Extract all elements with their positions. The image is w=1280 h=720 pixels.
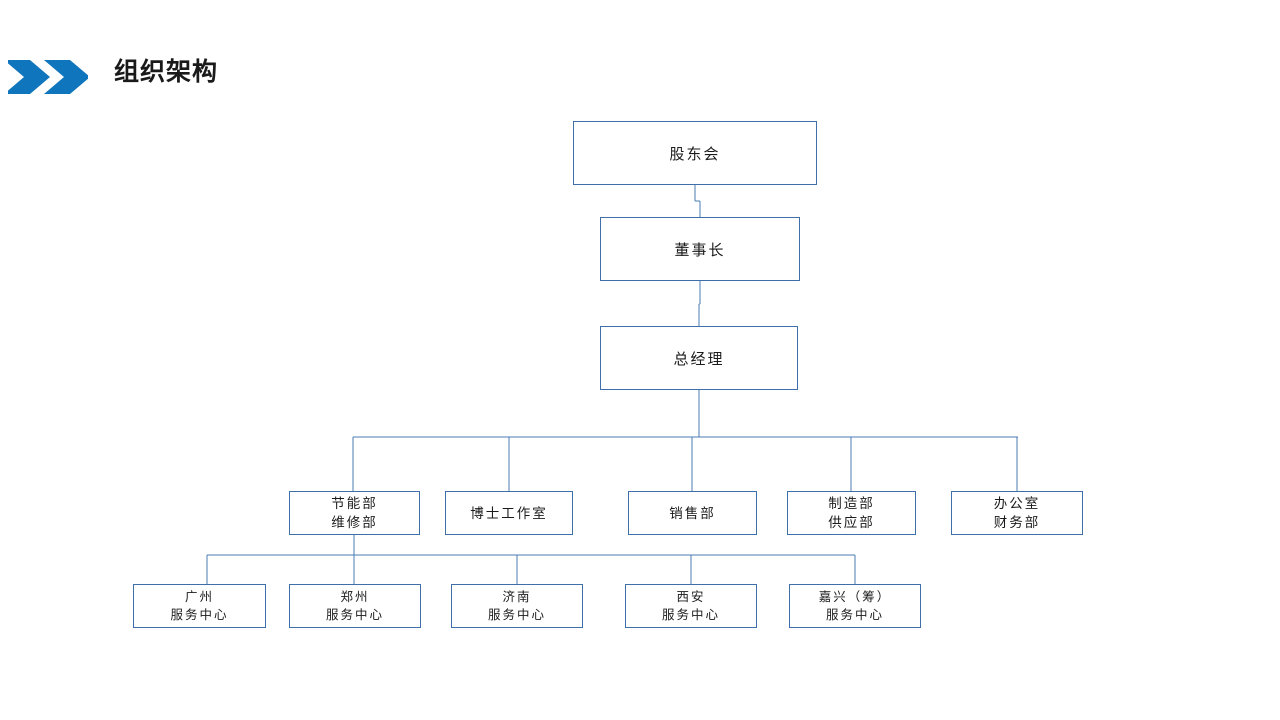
org-node-label: 股东会	[669, 145, 721, 163]
org-node-label: 服务中心	[170, 608, 229, 622]
org-node-label: 郑州	[340, 590, 370, 604]
slide-header: 组织架构	[0, 48, 1280, 104]
org-node-d2[interactable]: 博士工作室	[445, 491, 573, 535]
org-node-label: 服务中心	[661, 608, 720, 622]
org-node-label: 总经理	[673, 350, 725, 368]
org-node-s4[interactable]: 西安服务中心	[625, 584, 757, 628]
org-node-d3[interactable]: 销售部	[628, 491, 757, 535]
org-node-label: 服务中心	[487, 608, 546, 622]
org-node-label: 服务中心	[325, 608, 384, 622]
org-node-label: 董事长	[674, 241, 726, 259]
org-node-s3[interactable]: 济南服务中心	[451, 584, 583, 628]
org-node-label: 嘉兴（筹）	[818, 590, 892, 604]
org-node-n3[interactable]: 总经理	[600, 326, 798, 390]
org-node-d1[interactable]: 节能部维修部	[289, 491, 420, 535]
org-node-label: 销售部	[669, 505, 716, 521]
org-node-label: 济南	[502, 590, 532, 604]
org-node-d4[interactable]: 制造部供应部	[787, 491, 916, 535]
org-node-label: 办公室	[993, 496, 1041, 511]
double-chevron-right-icon	[8, 60, 88, 94]
org-node-label: 西安	[676, 590, 706, 604]
org-node-label: 财务部	[993, 515, 1041, 530]
org-node-d5[interactable]: 办公室财务部	[951, 491, 1083, 535]
org-node-s2[interactable]: 郑州服务中心	[289, 584, 421, 628]
org-node-label: 博士工作室	[470, 505, 548, 521]
org-node-label: 维修部	[331, 515, 378, 530]
org-node-label: 节能部	[331, 496, 378, 511]
org-node-n1[interactable]: 股东会	[573, 121, 817, 185]
org-node-label: 服务中心	[825, 608, 884, 622]
org-node-label: 广州	[184, 590, 214, 604]
org-node-label: 供应部	[828, 515, 875, 530]
org-node-label: 制造部	[828, 496, 875, 511]
org-node-s5[interactable]: 嘉兴（筹） 服务中心	[789, 584, 921, 628]
org-node-s1[interactable]: 广州服务中心	[133, 584, 266, 628]
page-title: 组织架构	[114, 58, 219, 86]
org-node-n2[interactable]: 董事长	[600, 217, 800, 281]
